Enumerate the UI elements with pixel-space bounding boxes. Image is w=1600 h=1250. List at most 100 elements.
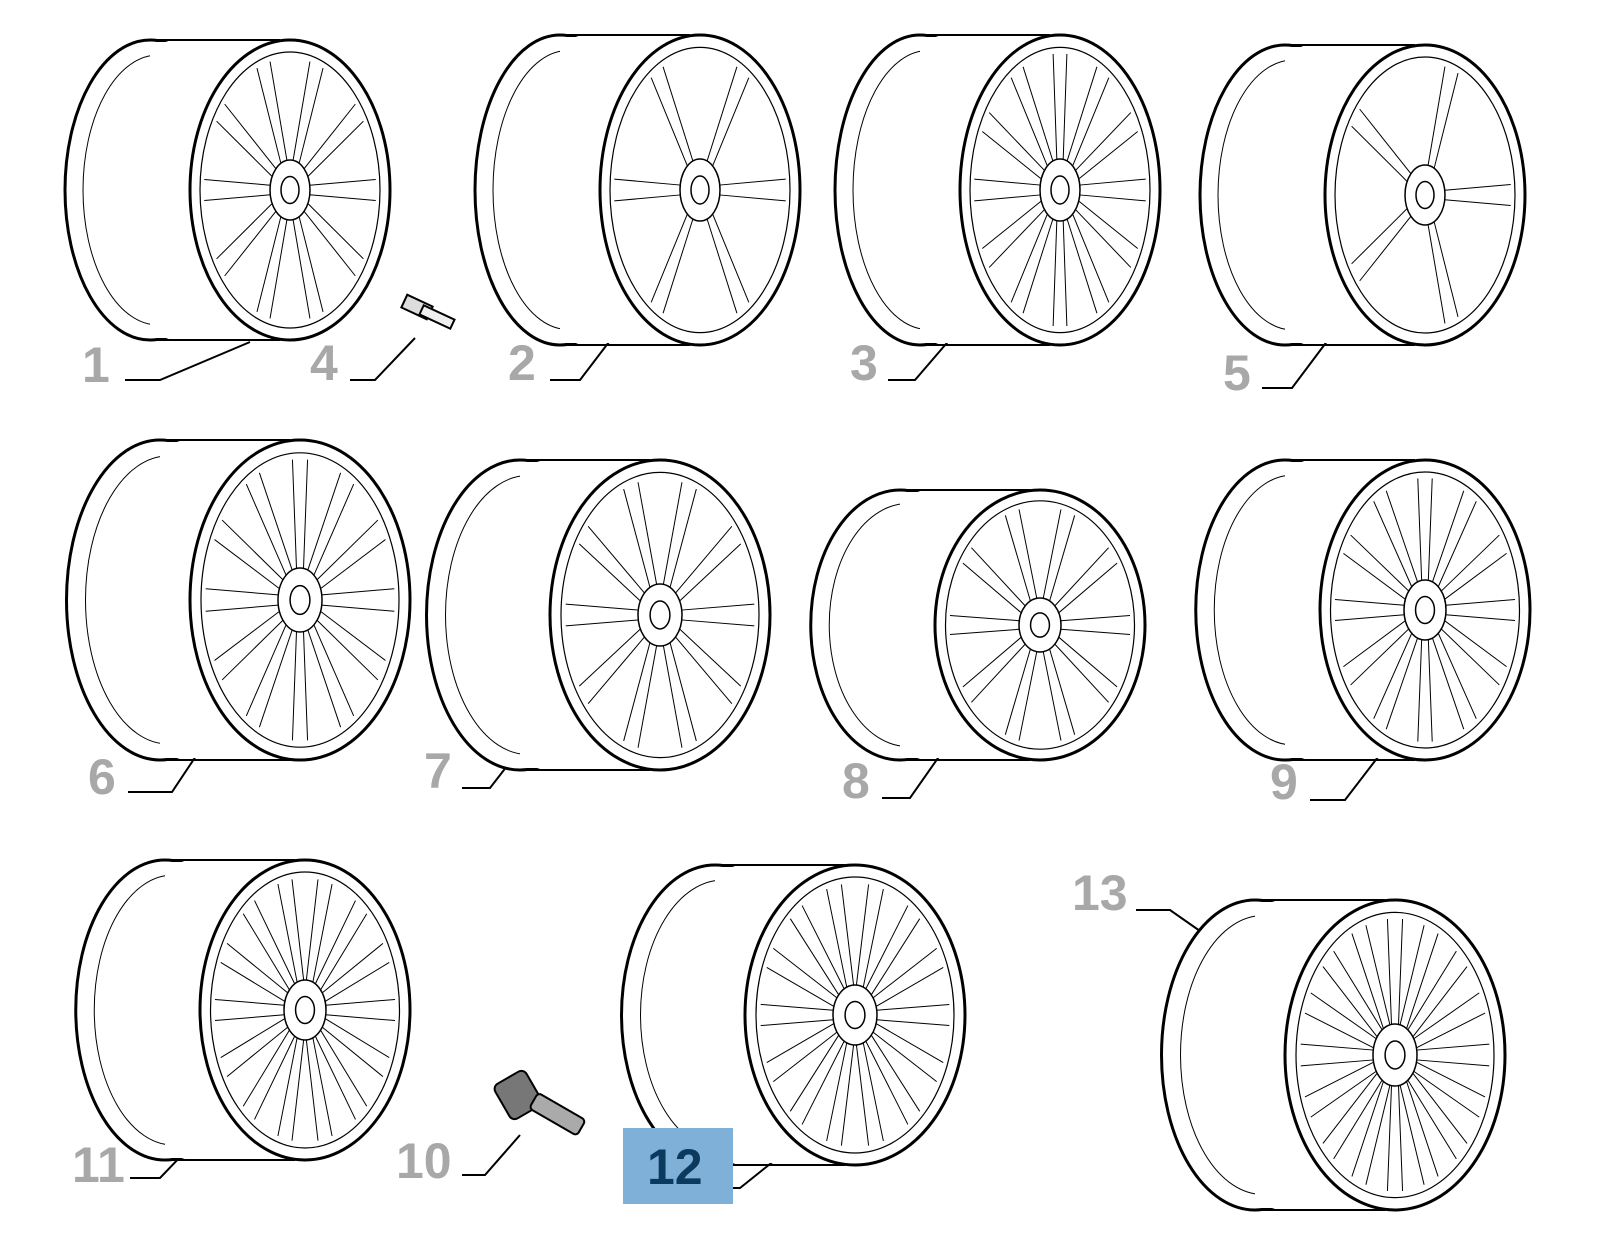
wheel-spoke	[204, 178, 271, 186]
wheel-spoke	[875, 1023, 944, 1064]
wheel-spoke	[1079, 178, 1146, 186]
wheel-spoke	[614, 194, 681, 202]
bolt-thread	[418, 303, 456, 331]
wheel-spoke	[862, 1042, 884, 1142]
wheel-spoke	[982, 200, 1042, 249]
wheel-center-bore	[690, 175, 710, 205]
wheel-spoke	[565, 603, 639, 611]
part-label-3[interactable]: 3	[850, 335, 878, 391]
wheel-spoke	[974, 194, 1041, 202]
wheel-spoke	[303, 459, 309, 569]
leader-line-3	[888, 329, 959, 381]
wheel-spoke	[614, 178, 681, 186]
wheel-spoke	[254, 1035, 296, 1120]
wheel-spoke	[962, 562, 1022, 614]
wheel-spoke	[313, 483, 355, 576]
leader-line-4	[350, 337, 416, 381]
wheel-barrel	[900, 489, 1030, 761]
part-label-5[interactable]: 5	[1223, 345, 1251, 401]
wheel-spoke	[1334, 614, 1405, 622]
part-label-4[interactable]: 4	[310, 335, 338, 391]
wheel-face-lip	[1334, 56, 1516, 334]
wheel-spoke	[1310, 992, 1377, 1040]
wheel-spoke	[1351, 1081, 1384, 1177]
wheel-spoke	[1437, 501, 1477, 587]
wheel-hub	[1018, 597, 1062, 653]
wheel-spoke	[316, 519, 379, 581]
wheel-spoke	[1412, 966, 1468, 1038]
wheel-spoke	[587, 525, 645, 594]
part-label-9[interactable]: 9	[1270, 754, 1298, 810]
wheel-spoke	[291, 631, 297, 741]
wheel-spoke	[1427, 224, 1446, 324]
wheel-spoke	[578, 628, 641, 687]
part-label-11[interactable]: 11	[72, 1137, 125, 1193]
wheel-spoke	[962, 636, 1022, 688]
wheel-spoke	[662, 218, 694, 314]
wheel-spoke	[982, 131, 1042, 180]
wheel-spoke	[324, 961, 390, 1002]
wheel-spoke	[1075, 112, 1132, 171]
wheel-hub	[832, 984, 878, 1046]
wheel-center-bore	[1415, 180, 1435, 210]
part-label-8[interactable]: 8	[842, 753, 870, 809]
wheel-spoke	[949, 628, 1020, 635]
part-label-12-selected[interactable]: 12	[623, 1128, 733, 1204]
wheel-hub	[1403, 579, 1447, 641]
wheel-spoke	[840, 884, 855, 986]
wheel-spoke	[204, 194, 271, 202]
wheel-spoke	[1406, 1081, 1439, 1177]
wheel-spoke	[1052, 220, 1058, 326]
wheel-spoke	[305, 879, 319, 981]
wheel-spoke	[1350, 534, 1410, 592]
part-label-10[interactable]: 10	[396, 1133, 452, 1189]
part-label-6[interactable]: 6	[88, 749, 116, 805]
wheel-spoke	[679, 543, 742, 602]
wheel-spoke	[214, 610, 280, 661]
wheel-spoke	[826, 1042, 848, 1142]
wheel-spoke	[1304, 1012, 1374, 1049]
wheel-spoke	[220, 1018, 286, 1059]
part-label-7[interactable]: 7	[424, 743, 452, 799]
wheel-spoke	[1437, 633, 1477, 719]
wheel-spoke	[1049, 648, 1076, 735]
wheel-face-lip	[200, 452, 400, 748]
wheel-spoke	[1004, 648, 1031, 735]
wheel-barrel	[160, 439, 290, 761]
wheel-spoke	[870, 918, 921, 996]
wheel-spoke	[870, 1034, 921, 1112]
wheel-spoke	[801, 1040, 845, 1125]
wheel-spoke	[224, 103, 277, 170]
wheel-spoke	[321, 943, 384, 994]
wheel-spoke	[1350, 628, 1410, 686]
wheel-hub	[283, 979, 327, 1041]
wheel-spoke	[1445, 598, 1516, 606]
wheel-spoke	[876, 1019, 950, 1027]
wheel-spoke	[1066, 66, 1098, 162]
wheel-spoke	[1433, 73, 1459, 169]
wheel-spoke	[314, 900, 356, 985]
part-label-13[interactable]: 13	[1072, 865, 1128, 921]
part-2	[473, 33, 802, 381]
wheel-spoke	[1078, 200, 1138, 249]
wheel-spoke	[224, 210, 277, 277]
wheel-spoke	[1407, 950, 1457, 1031]
wheel-spoke	[801, 905, 845, 990]
wheel-spoke	[1333, 1079, 1383, 1160]
wheel-spoke	[760, 1003, 834, 1011]
wheel-spoke	[245, 624, 287, 717]
wheel-barrel	[1285, 44, 1415, 346]
wheel-spoke	[1052, 54, 1058, 160]
wheel-spoke	[1060, 628, 1131, 635]
wheel-spoke	[971, 643, 1026, 703]
part-label-2[interactable]: 2	[508, 335, 536, 391]
wheel-face-lip	[199, 51, 381, 329]
wheel-spoke	[1060, 615, 1131, 622]
wheel-spoke	[1343, 620, 1406, 668]
part-label-1[interactable]: 1	[82, 337, 110, 393]
wheel-spoke	[214, 539, 280, 590]
wheel-spoke	[974, 178, 1041, 186]
wheel-spoke	[1079, 194, 1146, 202]
wheel-spoke	[307, 120, 364, 177]
part-13	[1136, 898, 1507, 1212]
